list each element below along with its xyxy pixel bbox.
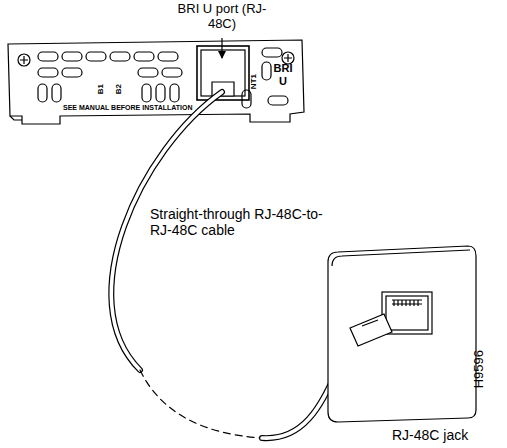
label-text: BRI U	[270, 62, 296, 87]
label-text: Straight-through RJ-48C-to-RJ-48C cable	[150, 206, 330, 238]
leader-arrow	[221, 38, 222, 58]
label-text: B2	[114, 84, 123, 94]
cable	[111, 92, 352, 438]
label-text: H9596	[472, 350, 487, 388]
label-text: BRI U port (RJ-48C)	[167, 2, 277, 32]
label-text: B1	[96, 84, 105, 94]
rj48c-plug	[350, 314, 392, 346]
label-text: RJ-48C jack	[392, 427, 468, 443]
wic-card	[8, 40, 304, 124]
label-text: NT1	[249, 74, 258, 89]
label-text: SEE MANUAL BEFORE INSTALLATION	[62, 104, 194, 112]
wall-plate	[328, 246, 476, 422]
